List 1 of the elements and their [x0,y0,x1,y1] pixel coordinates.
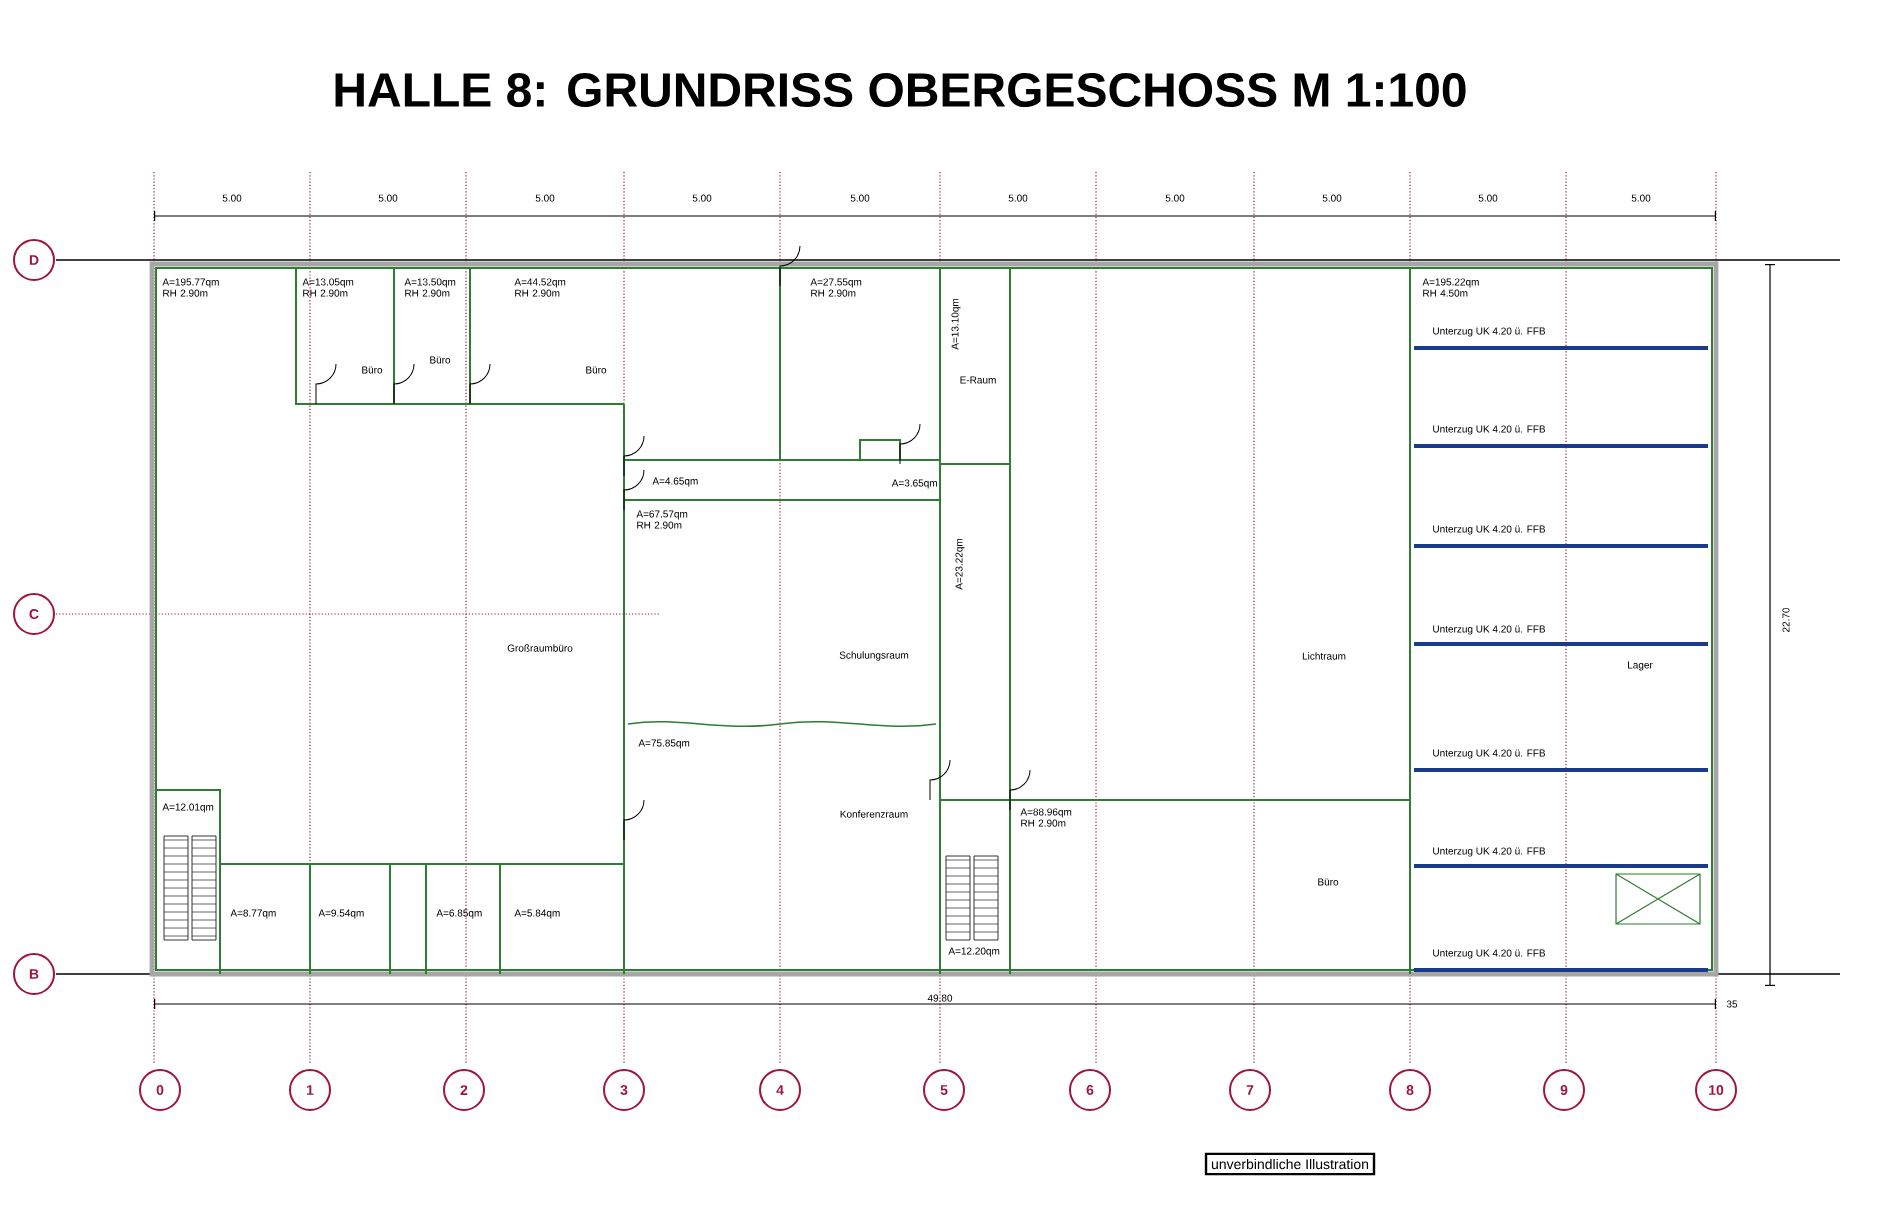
title: HALLE 8: GRUNDRISS OBERGESCHOSS M 1:100 [335,73,1466,107]
